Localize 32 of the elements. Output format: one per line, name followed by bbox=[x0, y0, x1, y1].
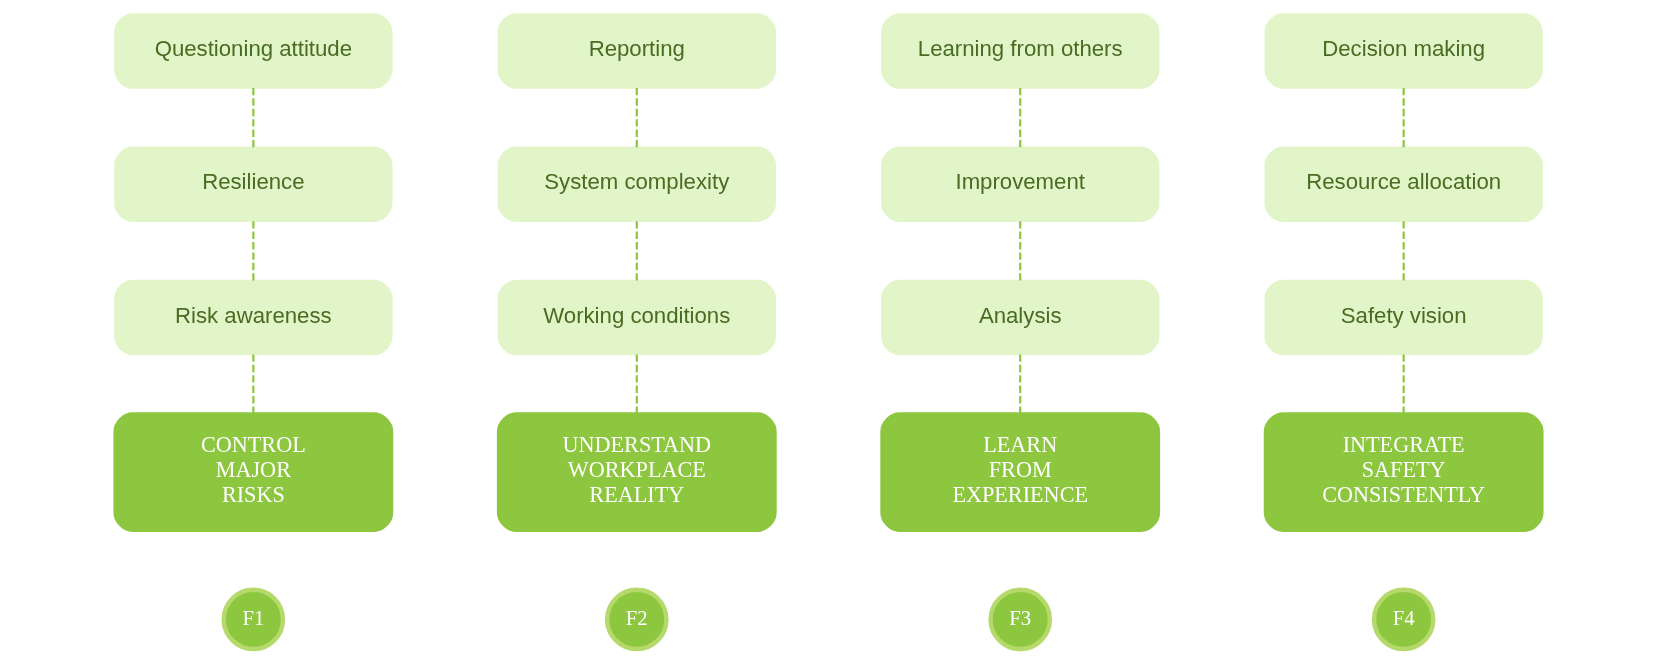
node-box: Reporting bbox=[497, 13, 776, 89]
node-circle: F2 bbox=[604, 587, 669, 652]
node-box: Working conditions bbox=[497, 279, 776, 356]
connector bbox=[635, 221, 638, 281]
node-box: Risk awareness bbox=[113, 279, 392, 356]
node-box: LEARN FROM EXPERIENCE bbox=[879, 412, 1160, 533]
connector bbox=[1018, 354, 1021, 414]
connector bbox=[1018, 221, 1021, 281]
node-box: Resource allocation bbox=[1264, 146, 1543, 222]
node-box: Analysis bbox=[880, 279, 1159, 356]
node-box: Improvement bbox=[880, 146, 1159, 222]
node-box: CONTROL MAJOR RISKS bbox=[112, 412, 393, 533]
node-box: Resilience bbox=[113, 146, 392, 222]
connector bbox=[251, 88, 254, 148]
node-box: Decision making bbox=[1264, 13, 1543, 89]
connector bbox=[251, 221, 254, 281]
connector bbox=[251, 354, 254, 414]
node-box: Questioning attitude bbox=[113, 13, 392, 89]
connector bbox=[1402, 354, 1405, 414]
connector bbox=[635, 88, 638, 148]
connector bbox=[1402, 88, 1405, 148]
node-box: UNDERSTAND WORKPLACE REALITY bbox=[496, 412, 777, 533]
node-box: Learning from others bbox=[880, 13, 1159, 89]
node-box: System complexity bbox=[497, 146, 776, 222]
node-box: Safety vision bbox=[1264, 279, 1543, 356]
connector bbox=[1402, 221, 1405, 281]
node-circle: F4 bbox=[1371, 587, 1435, 652]
node-box: INTEGRATE SAFETY CONSISTENTLY bbox=[1263, 412, 1544, 533]
node-circle: F3 bbox=[987, 587, 1052, 652]
connector bbox=[1018, 88, 1021, 148]
connector bbox=[635, 354, 638, 414]
node-circle: F1 bbox=[221, 587, 285, 652]
